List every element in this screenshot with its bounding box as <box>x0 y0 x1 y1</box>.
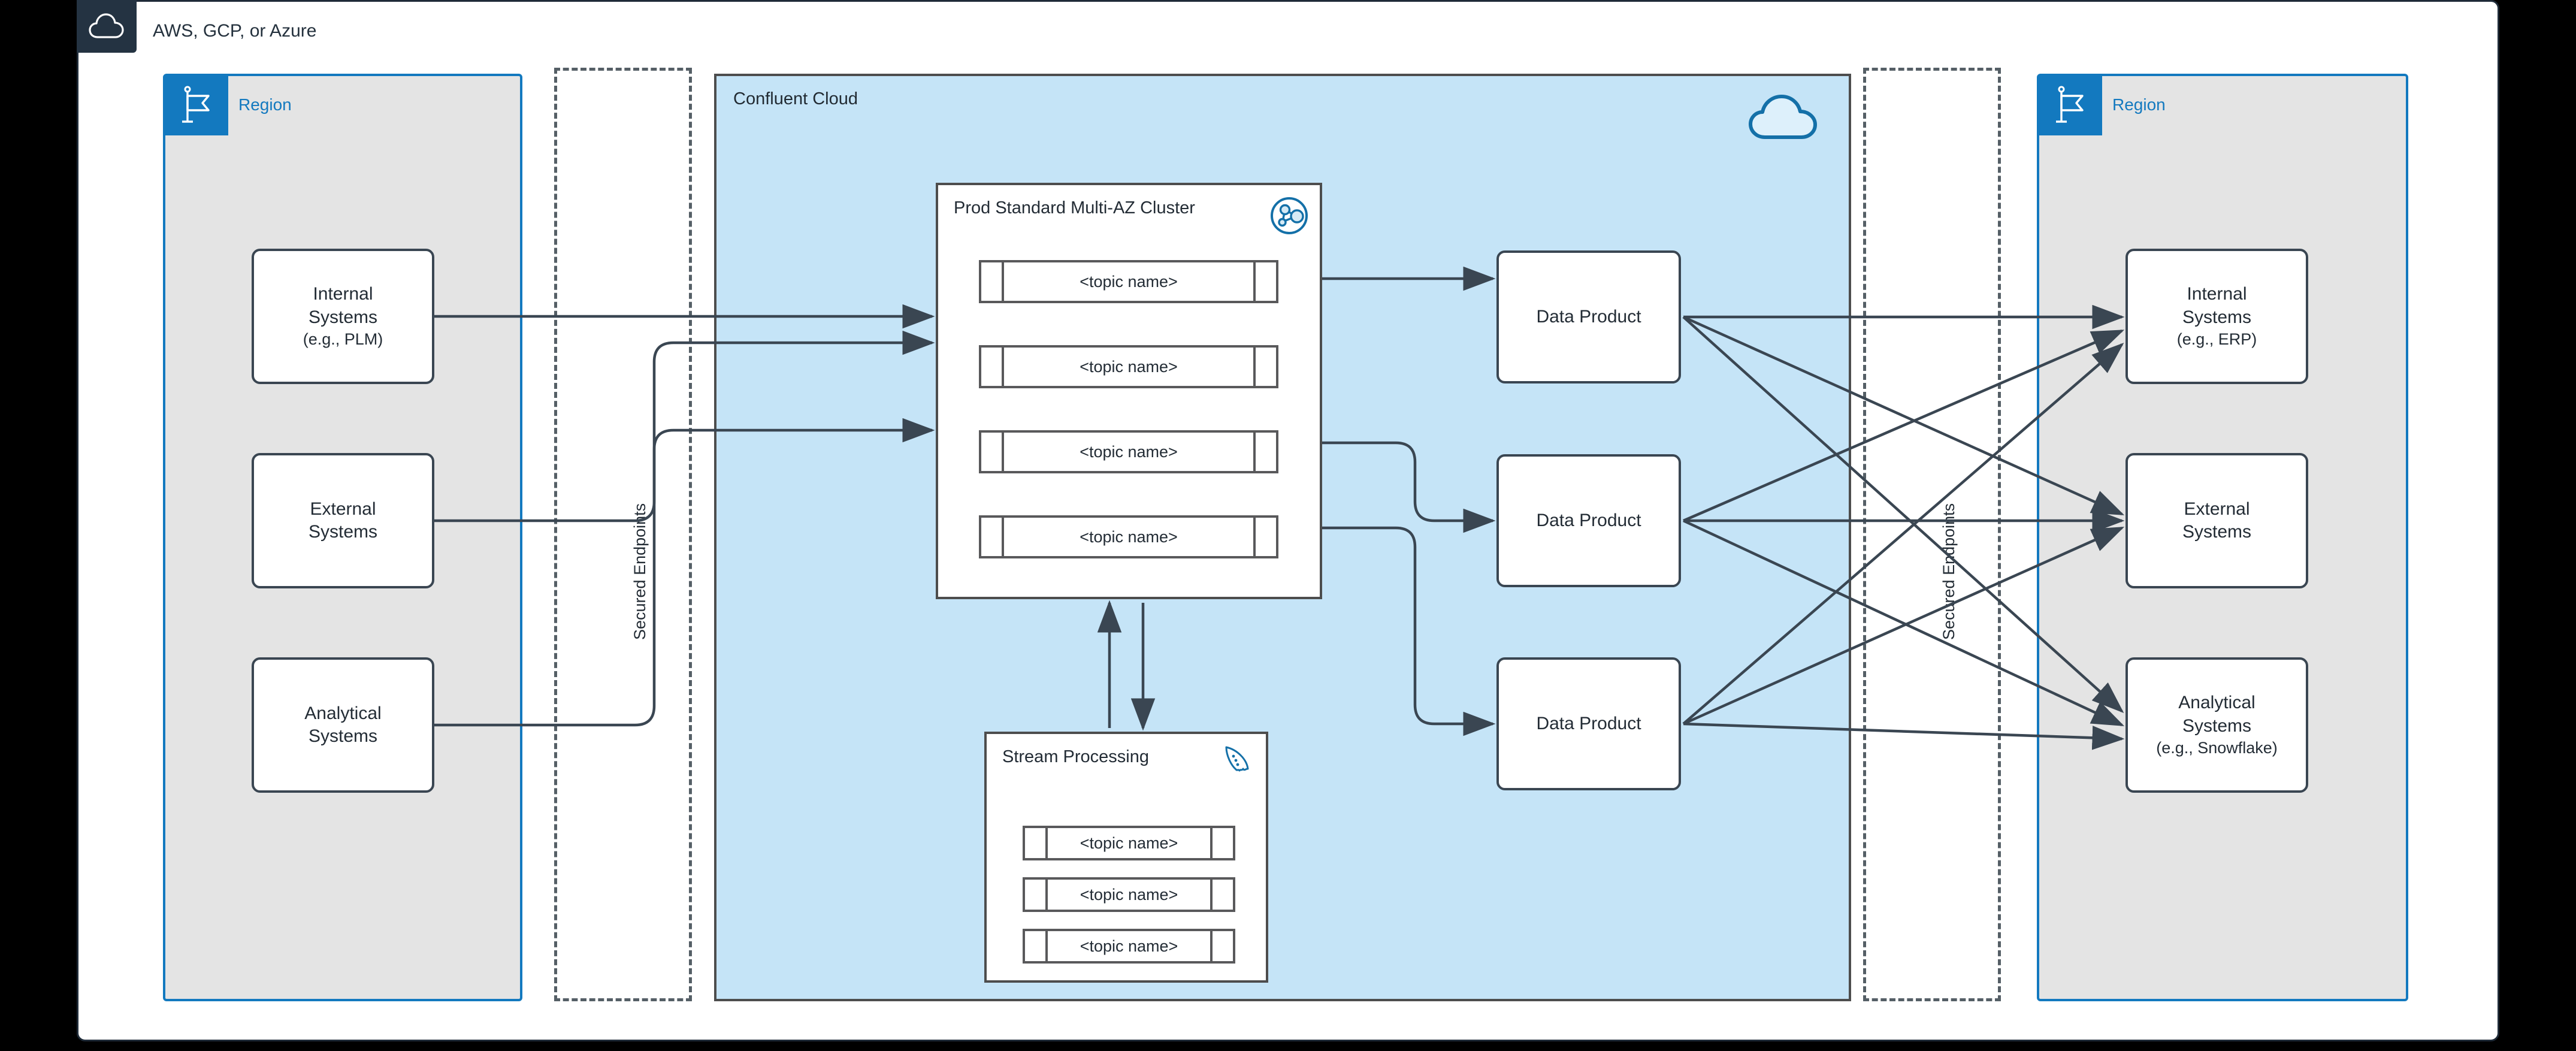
topic-segment-right <box>1253 348 1276 386</box>
cluster-topic-4[interactable]: <topic name> <box>979 515 1278 558</box>
cloud-icon <box>77 0 137 53</box>
system-sub: (e.g., ERP) <box>2176 330 2257 349</box>
topic-segment-right <box>1210 880 1233 910</box>
kafka-cluster-icon <box>1269 196 1309 238</box>
topic-segment-right <box>1210 931 1233 961</box>
system-line2: Systems <box>308 307 378 327</box>
topic-label: <topic name> <box>1080 937 1178 955</box>
topic-segment-right <box>1210 828 1233 858</box>
topic-label: <topic name> <box>1080 272 1178 291</box>
sp-topic-3[interactable]: <topic name> <box>1023 929 1235 964</box>
page-title: AWS, GCP, or Azure <box>153 21 317 41</box>
system-line2: Systems <box>2182 522 2252 542</box>
left-system-analytical[interactable]: Analytical Systems <box>252 657 434 793</box>
confluent-cloud-label: Confluent Cloud <box>733 89 858 108</box>
system-line2: Systems <box>308 522 378 542</box>
topic-segment-left <box>981 518 1004 556</box>
data-product-label: Data Product <box>1536 307 1641 327</box>
right-secured-endpoints-boundary <box>1863 68 2001 1001</box>
topic-segment-right <box>1253 262 1276 301</box>
system-line1: Analytical <box>2178 693 2255 713</box>
right-system-internal[interactable]: Internal Systems (e.g., ERP) <box>2125 249 2308 384</box>
flag-icon <box>165 75 228 135</box>
topic-label: <topic name> <box>1080 833 1178 852</box>
topic-segment-left <box>981 262 1004 301</box>
prod-cluster-container: Prod Standard Multi-AZ Cluster <topic na… <box>936 183 1322 599</box>
left-system-external[interactable]: External Systems <box>252 453 434 588</box>
topic-label: <topic name> <box>1080 357 1178 376</box>
topic-segment-left <box>1025 880 1048 910</box>
data-product-3[interactable]: Data Product <box>1496 657 1681 790</box>
sp-topic-1[interactable]: <topic name> <box>1023 826 1235 860</box>
cluster-topic-2[interactable]: <topic name> <box>979 345 1278 388</box>
topic-label: <topic name> <box>1080 885 1178 904</box>
right-system-external[interactable]: External Systems <box>2125 453 2308 588</box>
topic-segment-left <box>981 433 1004 471</box>
system-line1: External <box>310 499 376 519</box>
left-secured-endpoints-boundary <box>554 68 692 1001</box>
left-system-internal[interactable]: Internal Systems (e.g., PLM) <box>252 249 434 384</box>
right-secured-endpoints-label: Secured Endpoints <box>1940 503 1958 640</box>
system-line2: Systems <box>308 726 378 746</box>
data-product-label: Data Product <box>1536 714 1641 733</box>
sp-topic-2[interactable]: <topic name> <box>1023 877 1235 912</box>
stream-processing-container: Stream Processing <topic name> <topic na… <box>984 732 1268 983</box>
topic-segment-right <box>1253 518 1276 556</box>
flag-icon <box>2039 75 2102 135</box>
cloud-icon <box>1747 93 1819 147</box>
data-product-1[interactable]: Data Product <box>1496 250 1681 383</box>
topic-segment-left <box>981 348 1004 386</box>
cluster-topic-3[interactable]: <topic name> <box>979 430 1278 473</box>
right-system-analytical[interactable]: Analytical Systems (e.g., Snowflake) <box>2125 657 2308 793</box>
data-product-label: Data Product <box>1536 511 1641 530</box>
flink-squirrel-icon <box>1219 742 1254 780</box>
system-line1: Internal <box>2187 284 2247 304</box>
system-line2: Systems <box>2182 715 2252 736</box>
system-line1: Internal <box>313 284 373 304</box>
cluster-title: Prod Standard Multi-AZ Cluster <box>954 198 1195 218</box>
right-region-label: Region <box>2112 95 2166 114</box>
left-region-label: Region <box>238 95 292 114</box>
topic-label: <topic name> <box>1080 442 1178 461</box>
data-product-2[interactable]: Data Product <box>1496 454 1681 587</box>
system-line1: External <box>2184 499 2250 519</box>
cluster-topic-1[interactable]: <topic name> <box>979 260 1278 303</box>
stream-processing-title: Stream Processing <box>1002 747 1149 766</box>
system-line2: Systems <box>2182 307 2252 327</box>
topic-segment-left <box>1025 931 1048 961</box>
topic-segment-left <box>1025 828 1048 858</box>
topic-label: <topic name> <box>1080 527 1178 546</box>
system-sub: (e.g., Snowflake) <box>2156 739 2278 757</box>
left-secured-endpoints-label: Secured Endpoints <box>631 503 649 640</box>
topic-segment-right <box>1253 433 1276 471</box>
system-line1: Analytical <box>304 703 382 723</box>
system-sub: (e.g., PLM) <box>303 330 383 349</box>
